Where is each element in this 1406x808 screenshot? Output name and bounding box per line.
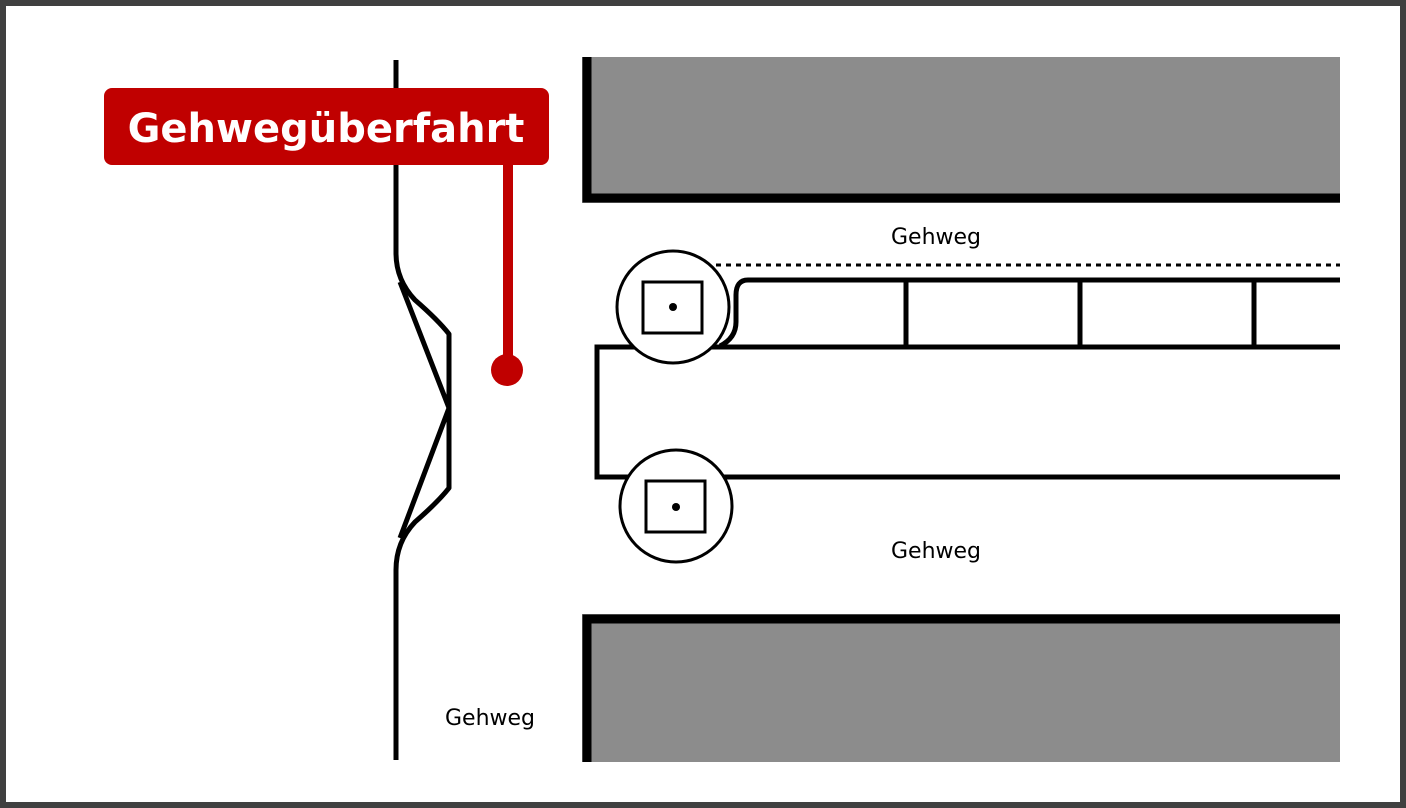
title-callout: Gehwegüberfahrt	[104, 88, 549, 386]
title-label: Gehwegüberfahrt	[128, 106, 525, 152]
side-street-outline	[594, 344, 1340, 480]
sidewalk-label-top: Gehweg	[891, 225, 981, 250]
driveway-ramp-lines	[397, 281, 452, 539]
parking-bays	[718, 277, 1340, 349]
sidewalk-label-middle: Gehweg	[891, 539, 981, 564]
building-top	[582, 57, 1340, 203]
sidewalk-label-left: Gehweg	[445, 706, 535, 731]
magnifier-circle-bottom	[618, 448, 734, 564]
magnifier-circle-top	[615, 249, 731, 365]
building-bottom	[582, 614, 1340, 762]
